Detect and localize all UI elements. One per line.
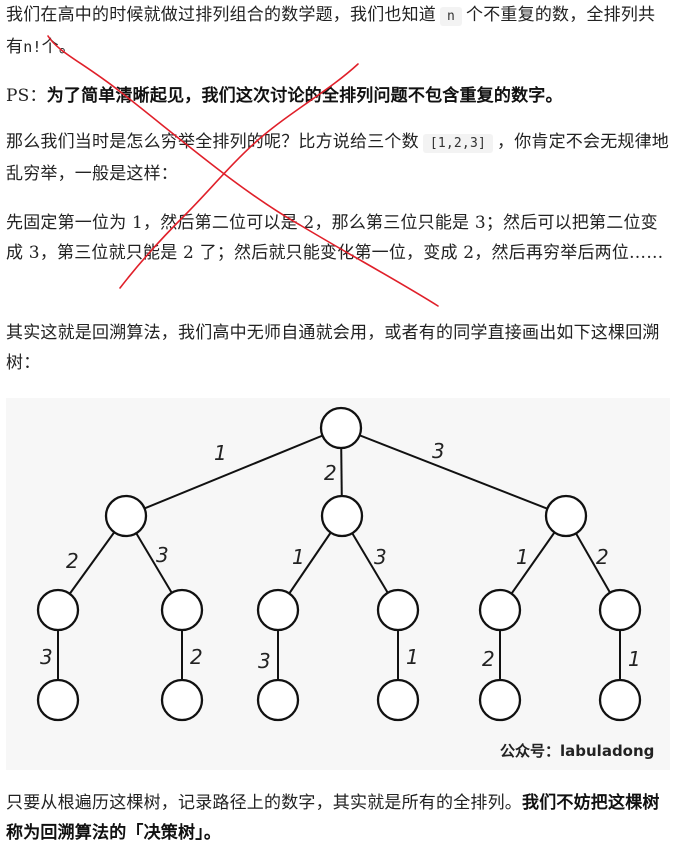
decision-tree-svg: 1 2 3 2 3 1 3 1 2 3 2 3 1 2 1 公众号：labula…: [36, 406, 654, 760]
tree-node: [478, 588, 522, 632]
edge-label: 1: [516, 545, 529, 569]
conclusion-text: 只要从根遍历这棵树，记录路径上的数字，其实就是所有的全排列。: [6, 793, 522, 813]
tree-node: [256, 588, 300, 632]
tree-leaf-node: [160, 678, 204, 722]
tree-node: [36, 588, 80, 632]
edge-label: 1: [628, 647, 641, 671]
inline-code-array: [1,2,3]: [422, 134, 493, 153]
edge-label: 2: [324, 461, 337, 485]
edge-label: 2: [482, 647, 495, 671]
tree-leaf-node: [478, 678, 522, 722]
edge-label: 1: [406, 645, 419, 669]
question-text-1: 那么我们当时是怎么穷举全排列的呢？比方说给三个数: [6, 132, 419, 152]
enumeration-paragraph: 先固定第一位为 1，然后第二位可以是 2，那么第三位只能是 3；然后可以把第二位…: [6, 213, 664, 263]
tree-node: [320, 494, 364, 538]
tree-leaf-node: [256, 678, 300, 722]
edge-label: 2: [190, 645, 203, 669]
tree-node: [544, 494, 588, 538]
edge-label: 3: [40, 645, 53, 669]
question-paragraph: 那么我们当时是怎么穷举全排列的呢？比方说给三个数[1,2,3]，你肯定不会无规律…: [6, 127, 670, 189]
tree-leaf-node: [598, 678, 642, 722]
backtrack-intro-paragraph: 其实这就是回溯算法，我们高中无师自通就会用，或者有的同学直接画出如下这棵回溯树：: [6, 323, 660, 373]
intro-text-1: 我们在高中的时候就做过排列组合的数学题，我们也知道: [6, 5, 436, 25]
intro-text-3: 个。: [41, 37, 77, 57]
tree-leaf-node: [36, 678, 80, 722]
edge-label: 3: [258, 649, 271, 673]
tree-edge: [340, 427, 567, 517]
watermark-text: 公众号：labuladong: [500, 742, 654, 760]
tree-node: [376, 588, 420, 632]
edge-label: 3: [374, 545, 387, 569]
inline-n-factorial: n!: [23, 38, 42, 56]
ps-bold-note: 为了简单清晰起见，我们这次讨论的全排列问题不包含重复的数字。: [46, 86, 563, 106]
edge-label: 1: [292, 545, 305, 569]
conclusion-bold: 我们不妨把这棵树称为回溯算法的「决策树」。: [6, 793, 660, 843]
ps-paragraph: PS：为了简单清晰起见，我们这次讨论的全排列问题不包含重复的数字。: [6, 81, 670, 111]
edge-label: 2: [66, 549, 79, 573]
tree-root-node: [319, 406, 363, 450]
edge-label: 3: [432, 439, 445, 463]
decision-tree-figure: 1 2 3 2 3 1 3 1 2 3 2 3 1 2 1 公众号：labula…: [6, 398, 670, 770]
tree-node: [598, 588, 642, 632]
intro-text-2: 个不重复的数，全排列共有: [6, 5, 656, 57]
tree-node: [160, 588, 204, 632]
tree-edge: [125, 427, 342, 517]
ps-prefix: PS：: [6, 86, 47, 106]
conclusion-paragraph: 只要从根遍历这棵树，记录路径上的数字，其实就是所有的全排列。我们不妨把这棵树称为…: [6, 788, 670, 848]
edge-label: 2: [596, 545, 609, 569]
tree-node: [104, 494, 148, 538]
edge-label: 3: [156, 543, 169, 567]
inline-code-n: n: [440, 7, 463, 26]
edge-label: 1: [214, 441, 227, 465]
tree-leaf-node: [376, 678, 420, 722]
